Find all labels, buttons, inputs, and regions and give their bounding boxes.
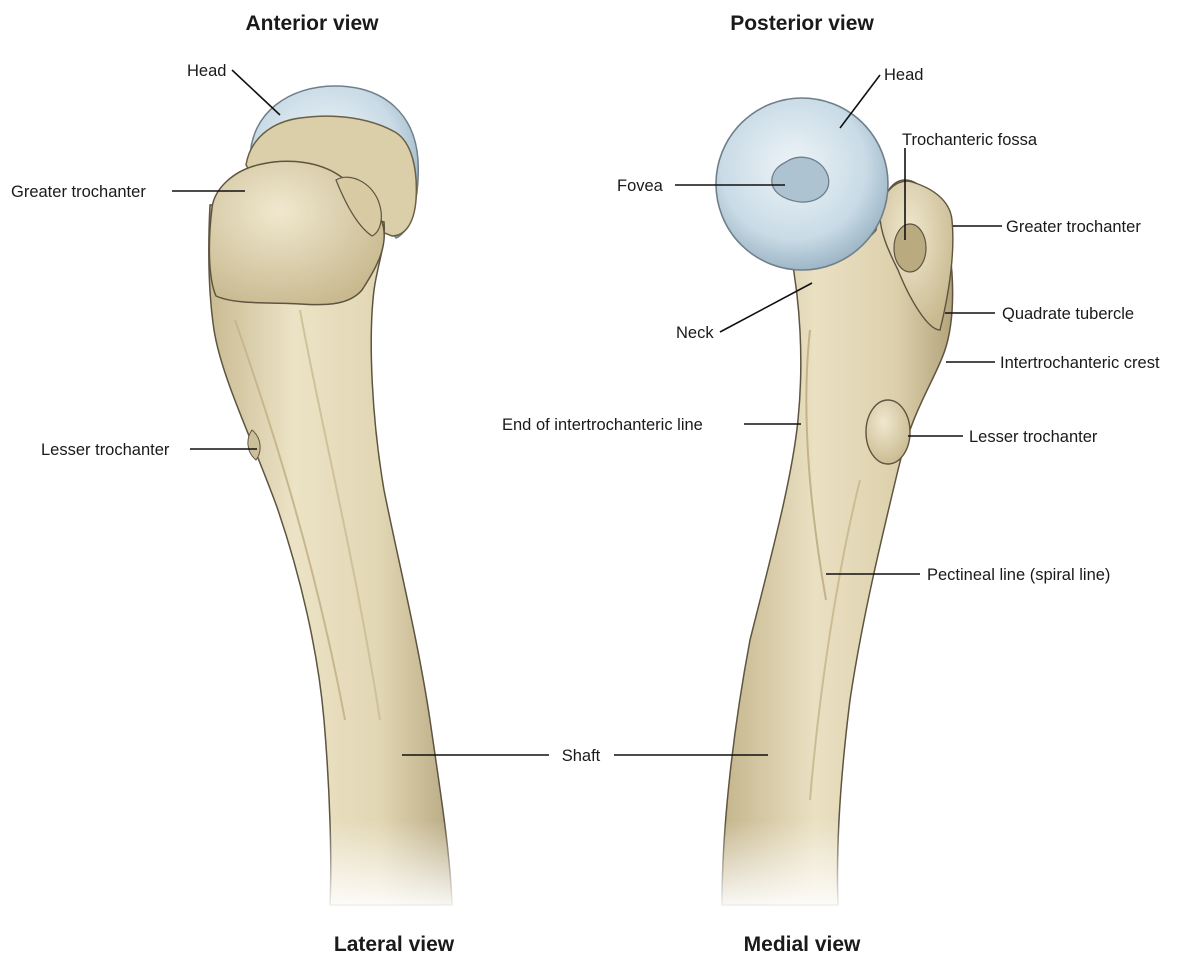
label-right-head: Head	[884, 66, 923, 84]
label-left-lesser-trochanter: Lesser trochanter	[41, 441, 170, 459]
title-lateral-view: Lateral view	[334, 933, 455, 956]
label-shaft: Shaft	[562, 747, 601, 765]
trochanteric-fossa-shape	[894, 224, 926, 272]
label-neck: Neck	[676, 324, 714, 342]
label-fovea: Fovea	[617, 177, 664, 195]
label-quadrate-tubercle: Quadrate tubercle	[1002, 305, 1134, 323]
right-lesser-trochanter-shape	[866, 400, 910, 464]
label-pectineal-line: Pectineal line (spiral line)	[927, 566, 1110, 584]
label-intertrochanteric-crest: Intertrochanteric crest	[1000, 354, 1160, 372]
label-right-lesser-trochanter: Lesser trochanter	[969, 428, 1098, 446]
left-femur-illustration	[209, 86, 480, 915]
label-end-intertrochanteric-line: End of intertrochanteric line	[502, 416, 703, 434]
leader-left-head	[232, 70, 280, 115]
label-right-greater-trochanter: Greater trochanter	[1006, 218, 1141, 236]
left-shaft-fade	[300, 820, 480, 915]
title-anterior-view: Anterior view	[245, 12, 379, 35]
title-posterior-view: Posterior view	[730, 12, 874, 35]
label-trochanteric-fossa: Trochanteric fossa	[902, 131, 1038, 149]
title-medial-view: Medial view	[744, 933, 861, 956]
right-shaft-fade	[700, 820, 870, 915]
right-femur-illustration	[700, 98, 953, 915]
label-left-head: Head	[187, 62, 226, 80]
label-left-greater-trochanter: Greater trochanter	[11, 183, 146, 201]
left-shaft	[209, 200, 452, 905]
